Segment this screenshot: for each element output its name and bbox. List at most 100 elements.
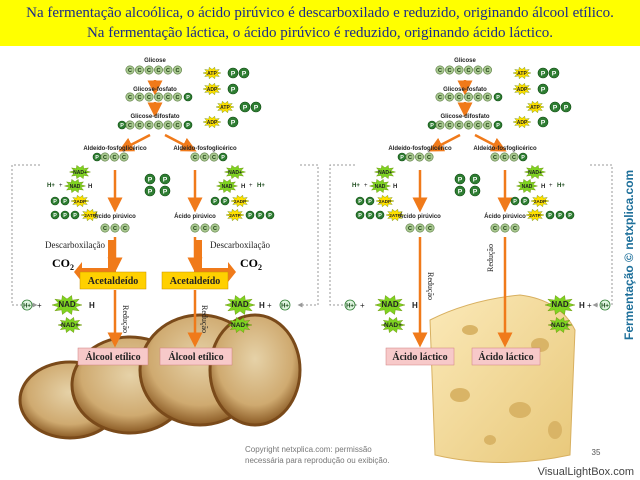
aldeido-carbon: C (209, 152, 219, 162)
svg-text:P: P (541, 70, 546, 77)
svg-text:2ATP: 2ATP (529, 213, 540, 218)
nad-recycle-loops (11, 164, 613, 308)
phosphate-group: P (245, 210, 255, 220)
phosphate-group: P (255, 210, 265, 220)
svg-text:P: P (496, 123, 500, 129)
glucose-carbon: C (444, 65, 454, 75)
label-piruvico-right-1: Ácido pirúvico (399, 213, 441, 220)
svg-text:P: P (458, 188, 463, 195)
svg-text:ADP: ADP (207, 120, 218, 126)
svg-text:C: C (147, 68, 151, 74)
phosphate-group: P (537, 83, 549, 95)
adp-star: ADP (202, 115, 222, 129)
h-plus-label: H+ (352, 183, 360, 189)
piruvico-carbon: C (190, 223, 200, 233)
h-plus-ion: H+ (21, 299, 33, 311)
two-atp-star: 2ATP (225, 208, 245, 222)
glucose-phosphate-carbon: C (482, 92, 492, 102)
phosphate-group: P (355, 196, 365, 206)
phosphate-group: P (365, 210, 375, 220)
nad-star: NAD (368, 178, 392, 194)
svg-text:P: P (564, 104, 569, 111)
h-label: H (579, 301, 585, 310)
svg-text:C: C (448, 123, 452, 129)
svg-text:C: C (513, 226, 517, 232)
phosphate-group: P (537, 67, 549, 79)
plus-sign: + (59, 183, 63, 189)
glucose-carbon: C (435, 65, 445, 75)
svg-text:P: P (358, 213, 362, 219)
aldeido-carbon: C (200, 152, 210, 162)
svg-text:H+: H+ (23, 303, 31, 309)
svg-text:C: C (486, 123, 490, 129)
svg-text:P: P (231, 70, 236, 77)
svg-text:C: C (128, 95, 132, 101)
nad-plus-star: NAD+ (68, 164, 92, 180)
svg-text:C: C (157, 68, 161, 74)
svg-text:P: P (73, 213, 77, 219)
piruvico-carbon: C (490, 223, 500, 233)
aldeido-carbon: C (190, 152, 200, 162)
svg-text:NAD: NAD (381, 300, 399, 309)
phosphate-group: P (183, 92, 193, 102)
svg-text:C: C (512, 155, 516, 161)
svg-text:P: P (53, 213, 57, 219)
plus-sign: + (587, 301, 592, 310)
svg-text:2ADP: 2ADP (234, 199, 246, 204)
label-piruvico-left-1: Ácido pirúvico (94, 213, 136, 220)
svg-text:P: P (223, 199, 227, 205)
product-left-2: Álcool etílico (168, 351, 223, 363)
phosphate-group: P (355, 210, 365, 220)
phosphate-group: P (50, 196, 60, 206)
product-right-1: Ácido láctico (392, 351, 447, 363)
nad-plus-star: NAD+ (223, 164, 247, 180)
phosphate-group: P (238, 67, 250, 79)
bread-image (18, 313, 302, 440)
svg-text:C: C (166, 68, 170, 74)
svg-text:P: P (242, 70, 247, 77)
phosphate-group: P (60, 196, 70, 206)
svg-text:P: P (186, 95, 190, 101)
svg-text:P: P (148, 176, 153, 183)
svg-text:P: P (63, 199, 67, 205)
glucose-diphosphate-carbon: C (173, 120, 183, 130)
nad-star: NAD (374, 295, 406, 315)
phosphate-group: P (183, 120, 193, 130)
glucose-phosphate-carbon: C (154, 92, 164, 102)
svg-text:P: P (541, 86, 546, 93)
svg-text:C: C (138, 123, 142, 129)
glucose-carbon: C (173, 65, 183, 75)
two-atp-star: 2ATP (80, 208, 100, 222)
svg-text:P: P (513, 199, 517, 205)
phosphate-group: P (227, 83, 239, 95)
svg-text:NAD: NAD (58, 300, 76, 309)
nad-star: NAD (224, 295, 256, 315)
svg-text:NAD+: NAD+ (228, 170, 242, 176)
svg-text:P: P (368, 213, 372, 219)
svg-text:P: P (163, 188, 168, 195)
svg-text:P: P (473, 176, 478, 183)
h-plus-label: H+ (47, 183, 55, 189)
aldeido-carbon: C (110, 152, 120, 162)
phosphate-group: P (555, 210, 565, 220)
svg-text:NAD: NAD (522, 184, 533, 190)
svg-text:P: P (473, 188, 478, 195)
phosphate-group: P (70, 210, 80, 220)
product-right-2: Ácido láctico (478, 351, 533, 363)
svg-text:ATP: ATP (220, 105, 230, 111)
reducao-right-2: Redução (486, 244, 495, 272)
phosphate-group: P (493, 120, 503, 130)
label-aldeido-right-2: Aldeído-fosfoglicérico (473, 146, 537, 152)
label-aldeido-left-1: Aldeído-fosfoglicérico (83, 146, 147, 152)
nad-star: NAD (515, 178, 539, 194)
alcoholic-labels: Descarboxilação Descarboxilação CO2 CO2 … (45, 240, 270, 366)
svg-text:P: P (213, 199, 217, 205)
svg-text:C: C (113, 155, 117, 161)
svg-text:ADP: ADP (517, 120, 528, 126)
svg-text:C: C (176, 68, 180, 74)
svg-text:C: C (147, 95, 151, 101)
svg-text:C: C (128, 123, 132, 129)
phosphate-group: P (397, 152, 407, 162)
svg-text:C: C (467, 123, 471, 129)
nad-star: NAD (544, 295, 576, 315)
